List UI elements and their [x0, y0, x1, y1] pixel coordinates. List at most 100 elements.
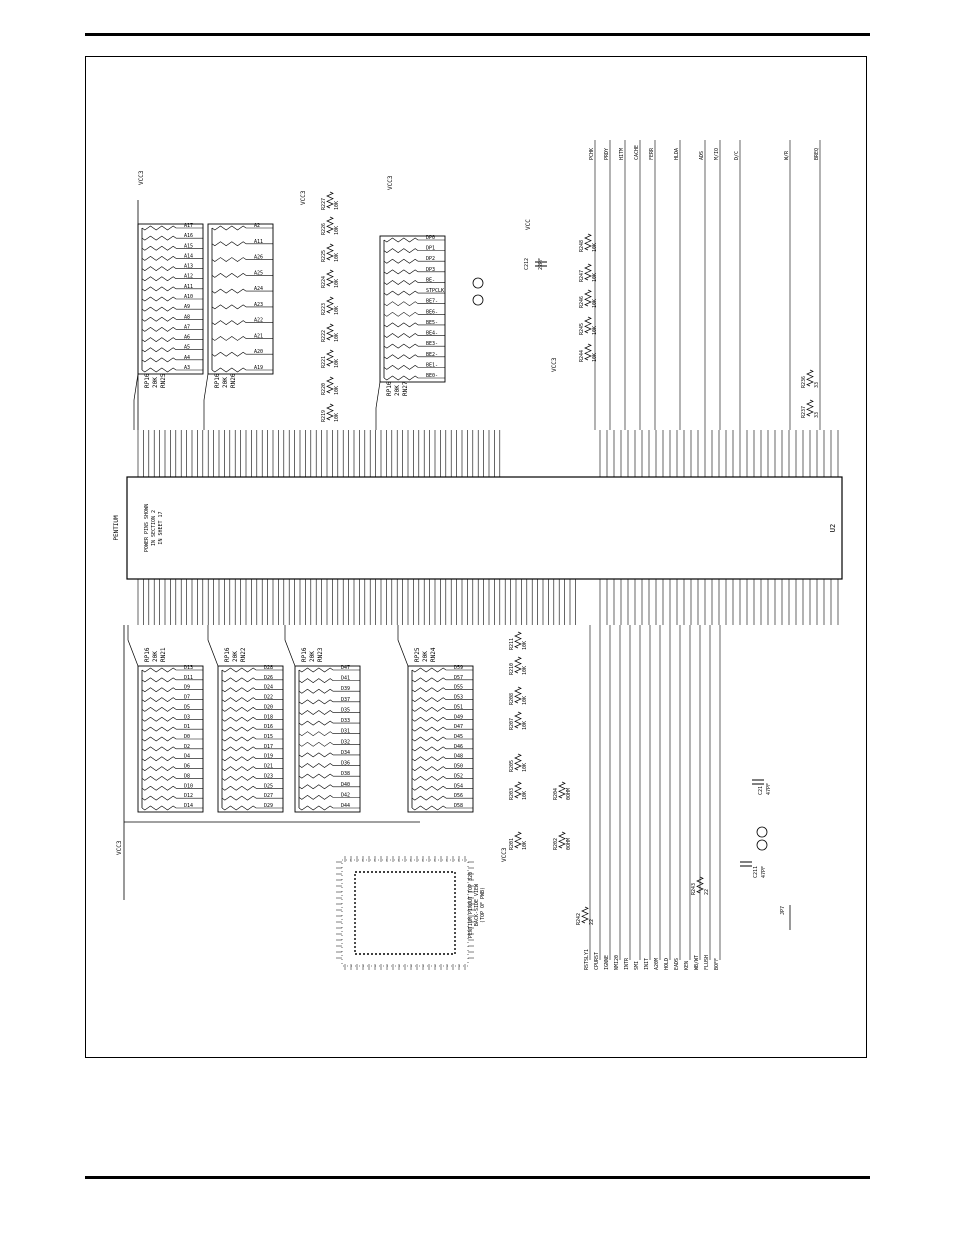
- resistor-value: 0OHM: [566, 788, 572, 800]
- pack-net-label: D53: [454, 695, 463, 701]
- pack-net-label: D54: [454, 783, 463, 789]
- pack-net-label: A26: [254, 255, 263, 261]
- left-signal-label: BOFF: [714, 958, 720, 970]
- right-signal-label: PCHK: [589, 148, 595, 160]
- pack-net-label: A23: [254, 302, 263, 308]
- pack-value-label: 20K: [309, 651, 316, 662]
- pack-value-label: 20K: [422, 651, 429, 662]
- resistor-r222: R222 10K: [321, 323, 340, 342]
- c21-ref: C21: [758, 786, 764, 795]
- resistor-value: 10K: [334, 333, 340, 342]
- resistor-r219: R219 10K: [321, 403, 340, 422]
- left-signal-bus: [589, 625, 721, 960]
- pack-net-label: D12: [184, 793, 193, 799]
- pack-net-label: A12: [184, 274, 193, 280]
- resistor-value: 10K: [334, 201, 340, 210]
- pack-net-label: A5: [184, 345, 190, 351]
- pack-net-label: D57: [454, 675, 463, 681]
- cpu-note-2: IN SECTION 2: [151, 510, 157, 546]
- pack-value-label: 20K: [222, 377, 229, 388]
- pack-net-label: D44: [341, 803, 350, 809]
- pack-net-label: D6: [184, 764, 190, 770]
- pack-net-label: A4: [184, 355, 190, 361]
- left-signal-label: IGNNE: [604, 955, 610, 970]
- test-point-a-bottom: [756, 839, 768, 851]
- pack-net-label: D19: [264, 754, 273, 760]
- pack-net-label: D5: [184, 704, 190, 710]
- vcc3-label-rn27: VCC3: [387, 175, 394, 190]
- right-signal-label: HITM: [619, 148, 625, 160]
- resistor-ref: R245: [579, 323, 585, 335]
- right-signal-label: PRDY: [604, 148, 610, 160]
- schematic-frame: [85, 56, 867, 1058]
- pack-type-label: RP16: [214, 373, 221, 388]
- resistor-value: 10K: [334, 253, 340, 262]
- pack-net-label: D59: [454, 665, 463, 671]
- resistor-value: 10K: [334, 359, 340, 368]
- resistor-ref: R246: [579, 296, 585, 308]
- resistor-value: 10K: [522, 641, 528, 650]
- cpu-note-3: IN SHEET 17: [158, 511, 164, 544]
- resistor-value: 10K: [522, 841, 528, 850]
- resistor-ref: R210: [509, 663, 515, 675]
- resistor-ref: R222: [321, 330, 327, 342]
- pack-net-label: A8: [184, 314, 190, 320]
- pack-ref-label: RN22: [240, 647, 247, 662]
- pack-ref-label: RN21: [160, 647, 167, 662]
- pack-net-label: D7: [184, 695, 190, 701]
- pack-net-label: A21: [254, 333, 263, 339]
- pack-ref-label: RN25: [160, 373, 167, 388]
- left-signal-label: EADS: [674, 958, 680, 970]
- resistor-value: 10K: [334, 386, 340, 395]
- pack-net-label: DP0: [426, 235, 435, 241]
- resistor-ref: R207: [509, 718, 515, 730]
- pack-net-label: A17: [184, 223, 193, 229]
- footprint-caption-3: (TOP OF PWB): [480, 887, 486, 923]
- pack-net-label: D1: [184, 724, 190, 730]
- resistor-ref: R242: [576, 913, 582, 925]
- c212-ref: C212: [524, 258, 530, 270]
- pack-net-label: D20: [264, 704, 273, 710]
- capacitor-c21: C21 47PF: [752, 779, 772, 795]
- pack-net-label: A25: [254, 270, 263, 276]
- capacitor-c211: C211 47PF: [740, 861, 767, 878]
- pack-net-label: D51: [454, 704, 463, 710]
- pack-net-label: D28: [264, 665, 273, 671]
- pack-type-label: RP16: [144, 373, 151, 388]
- resistor-ref: R208: [509, 693, 515, 705]
- pack-net-label: D21: [264, 764, 273, 770]
- resistor-packs: A17A16A15A14A13A12A11A10A9A8A7A6A5A4A3RP…: [127, 223, 474, 813]
- left-signal-label: HOLD: [664, 958, 670, 970]
- capacitor-c212: C212 22PF: [524, 258, 547, 270]
- resistor-ref: R202: [553, 838, 559, 850]
- resistor-value: 10K: [334, 306, 340, 315]
- pack-net-label: D17: [264, 744, 273, 750]
- cpu-body: [126, 476, 843, 580]
- resistor-ref: R219: [321, 410, 327, 422]
- pack-net-label: BE5-: [426, 320, 438, 326]
- pack-value-label: 20K: [394, 385, 401, 396]
- resistor-value: 10K: [522, 666, 528, 675]
- resistor-ref: R223: [321, 303, 327, 315]
- pack-net-label: D2: [184, 744, 190, 750]
- pack-net-label: D52: [454, 773, 463, 779]
- resistor-value: 10K: [334, 413, 340, 422]
- test-point-b-top: [472, 294, 484, 306]
- pack-net-label: D24: [264, 685, 273, 691]
- pack-net-label: D10: [184, 783, 193, 789]
- resistor-pack-rn27: DP0DP1DP2DP3BE-STPCLKBE7-BE6-BE5-BE4-BE3…: [375, 235, 446, 430]
- pack-net-label: D35: [341, 707, 350, 713]
- resistor-r223: R223 10K: [321, 296, 340, 315]
- vcc-label: VCC: [525, 219, 532, 230]
- resistor-pack-rn25: A17A16A15A14A13A12A11A10A9A8A7A6A5A4A3RP…: [133, 223, 204, 430]
- pack-net-label: D25: [264, 783, 273, 789]
